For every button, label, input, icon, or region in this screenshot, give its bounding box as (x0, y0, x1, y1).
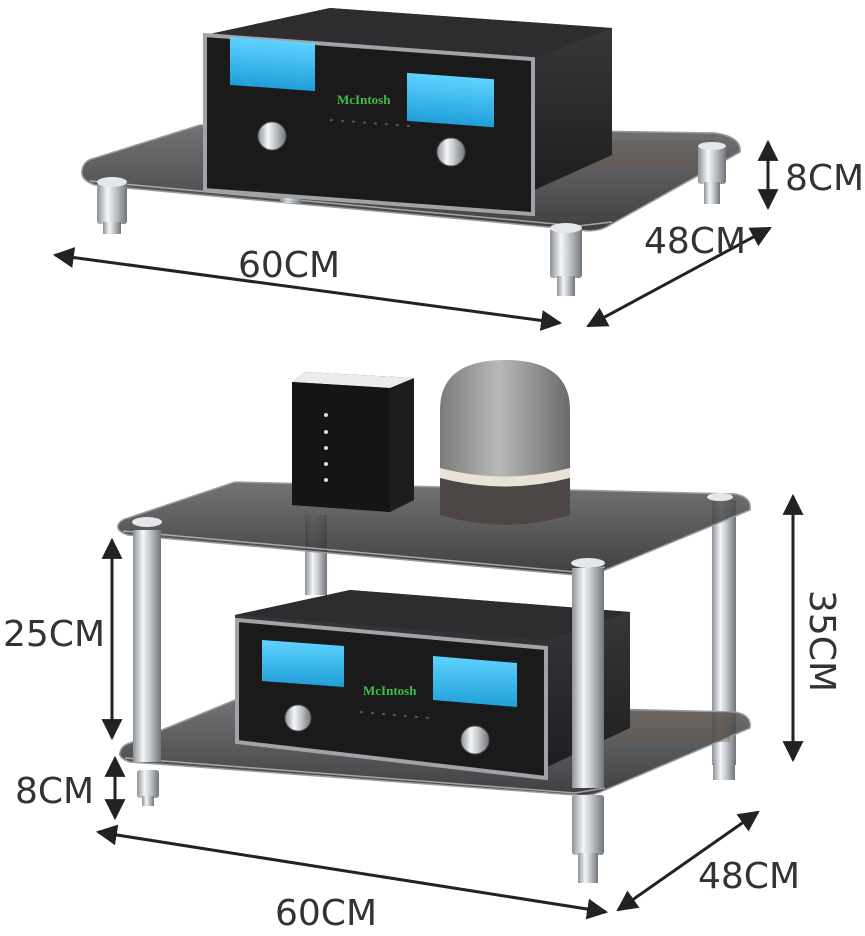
top-width-arrow (52, 247, 563, 331)
bottom-width-label: 60CM (275, 893, 377, 934)
bottom-depth-label: 48CM (698, 856, 800, 897)
top-foot-back-right (698, 142, 726, 204)
top-depth-label: 48CM (644, 221, 746, 262)
bottom-amp-knob-left (284, 704, 312, 732)
top-foot-front-left (97, 177, 127, 234)
top-amp-meter-right (407, 72, 494, 128)
top-amplifier: McIntosh (203, 8, 612, 217)
bottom-upper-shelf (116, 481, 751, 577)
total-height-label: 35CM (801, 590, 842, 692)
top-amp-logo: McIntosh (337, 92, 391, 107)
post-front-right (571, 558, 605, 883)
bottom-width-arrow (95, 824, 609, 920)
bottom-amp-meter-left (262, 640, 344, 687)
bottom-amp-knob-right (460, 725, 490, 755)
top-stand: McIntosh 8CM 48CM 60CM (52, 8, 864, 331)
bottom-amplifier: McIntosh (235, 590, 630, 781)
top-depth-arrow (586, 226, 772, 328)
top-foot-front-right (550, 223, 582, 296)
top-height-label: 8CM (785, 158, 864, 199)
top-amp-knob-right (436, 137, 466, 167)
bottom-stand: McIntosh (3, 360, 842, 934)
top-amp-knob-left (257, 121, 287, 151)
bottom-leg-label: 8CM (15, 771, 94, 812)
bottom-amp-meter-right (433, 656, 517, 707)
bottom-depth-arrow (616, 810, 760, 912)
post-front-left (132, 517, 162, 806)
bottom-amp-logo: McIntosh (363, 683, 417, 698)
top-amp-meter-left (230, 36, 315, 92)
top-width-label: 60CM (238, 245, 340, 286)
router-device (292, 372, 414, 512)
shelf-gap-label: 25CM (3, 614, 105, 655)
smart-speaker (440, 360, 570, 525)
foot-back-right (713, 760, 735, 780)
